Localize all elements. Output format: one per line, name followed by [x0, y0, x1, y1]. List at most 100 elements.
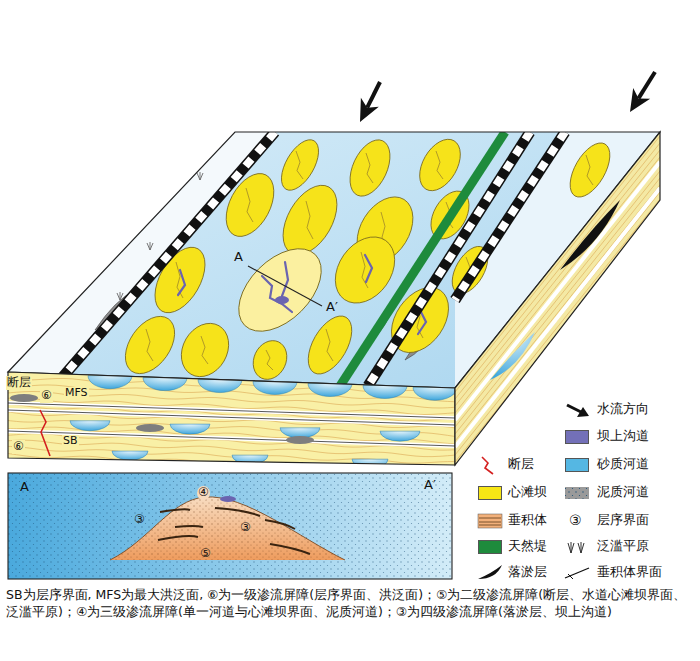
legend-text: 水流方向: [597, 402, 649, 416]
drape-layer: [158, 536, 198, 540]
drape-layer: [265, 520, 295, 529]
barrier-number: ⑤: [200, 547, 211, 561]
legend-swatch: [478, 540, 502, 554]
flow-arrow: [638, 72, 655, 98]
caption: SB为层序界面, MFS为最大洪泛面, ⑥为一级渗流屏障(层序界面、洪泛面)；⑤…: [6, 586, 694, 620]
surface-band: [455, 162, 660, 420]
bar-top-channel: [275, 296, 289, 304]
bar-top-channel: [178, 270, 185, 295]
channel-section: [198, 380, 242, 393]
accretion-layer: [455, 185, 660, 441]
section-frame: [8, 473, 452, 579]
bar-top-channel: [220, 496, 236, 502]
channel-section: [232, 455, 268, 464]
block-outline: [455, 132, 660, 465]
side-face: [455, 132, 660, 465]
section-end-label: A: [234, 250, 243, 265]
drape-layer: [175, 526, 203, 527]
legend-mud: [565, 487, 589, 499]
section-end-label: A′: [326, 300, 338, 315]
channel-margin: [60, 132, 275, 380]
barrier-number: ③: [240, 521, 251, 535]
legend-accretion: [478, 514, 502, 528]
section-end-label: A: [20, 480, 29, 495]
channel-section: [413, 387, 457, 400]
bar-top-channel: [282, 262, 288, 296]
bar-crack: [586, 155, 593, 185]
bar-crack: [246, 188, 253, 222]
barrier-number: ④: [197, 486, 210, 500]
legend-grass: [578, 542, 584, 553]
braid-bar: [115, 307, 184, 382]
barrier-number: ⑥: [12, 440, 25, 454]
drape-layer: [160, 509, 190, 512]
legend-drape: [478, 565, 502, 579]
braid-bar: [411, 132, 468, 197]
legend-text: 断层: [508, 457, 534, 471]
bar-crack: [306, 201, 313, 239]
braid-bar: [172, 315, 238, 385]
channel-section: [143, 378, 187, 391]
front-face: [8, 372, 455, 465]
channel-section: [253, 382, 297, 395]
legend-text: 泛滥平原: [597, 539, 649, 553]
legend-text: 泥质河道: [597, 485, 649, 499]
bar-outline: [110, 497, 345, 560]
fault-label: 断层: [6, 376, 32, 390]
bar-crack: [266, 350, 273, 370]
legend-swatch: [478, 486, 502, 500]
accretion-layer: [455, 157, 660, 413]
bar-texture: [110, 497, 345, 560]
drape-layer: [270, 544, 310, 554]
mud-lens: [286, 436, 314, 444]
bar-crack: [146, 329, 153, 361]
block-outline: [8, 372, 455, 465]
fault: [40, 410, 50, 456]
legend-text: 坝上沟道: [597, 429, 649, 443]
surface-band: [455, 188, 660, 447]
drape-layer: [560, 200, 620, 270]
barrier-number: ⑥: [40, 389, 53, 403]
bar-top-channel: [365, 255, 372, 282]
accretion-layer: [455, 199, 660, 455]
legend-text: 砂质河道: [597, 457, 649, 471]
braid-bar: [562, 137, 618, 204]
legend-arrow: [567, 405, 581, 412]
braid-bar: [216, 166, 283, 245]
legend-text: 垂积体界面: [597, 565, 662, 579]
bar-crack: [436, 151, 443, 179]
bar-crack: [366, 153, 373, 183]
surface-label: SB: [62, 435, 79, 448]
flow-arrow: [367, 82, 380, 108]
legend-boundary: [568, 574, 573, 579]
channel-section: [112, 451, 148, 460]
legend-text: 心滩坝: [508, 485, 547, 499]
channel-section: [308, 384, 352, 397]
barrier-number: ③: [134, 513, 145, 527]
legend-text: 层序界面: [597, 513, 649, 527]
grass-symbol: [147, 242, 153, 250]
legend-symbol: ③: [569, 512, 582, 528]
legend-accretion: [479, 518, 501, 519]
channel-section: [88, 376, 132, 389]
channel-section: [170, 424, 210, 434]
braid-bar: [247, 335, 293, 385]
braid-bar: [223, 233, 336, 346]
section-line: [248, 266, 322, 306]
braid-bar: [342, 134, 398, 203]
grass-symbol: [197, 172, 203, 180]
legend-accretion: [479, 525, 501, 526]
accretion-layer: [455, 143, 660, 399]
legend-mud: [565, 487, 589, 499]
accretion-layer: [455, 178, 660, 434]
section-end-label: A′: [424, 478, 436, 493]
accretion-layer: [8, 446, 456, 463]
legend-swatch: [565, 458, 589, 472]
accretion-layer: [455, 136, 660, 392]
bar-crack: [296, 151, 303, 179]
legend-boundary: [565, 568, 589, 578]
surface-label: MFS: [64, 387, 89, 400]
mud-lens: [136, 424, 164, 432]
